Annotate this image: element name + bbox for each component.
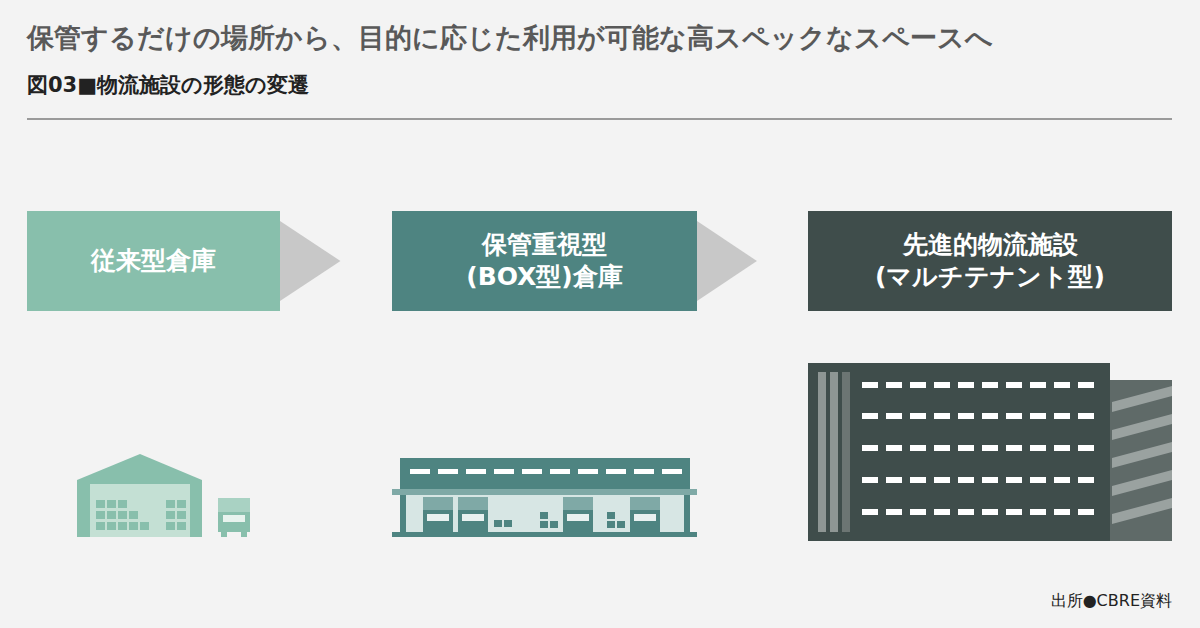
window-dash	[910, 413, 926, 419]
window-dash	[934, 509, 950, 515]
window-dash	[1006, 477, 1022, 483]
window-dash	[886, 509, 902, 515]
window-dash	[1030, 477, 1046, 483]
stage-label: 先進的物流施設 (マルチテナント型)	[855, 229, 1125, 294]
arrow-path	[697, 261, 808, 262]
window-dash	[934, 413, 950, 419]
window-dash	[934, 477, 950, 483]
arrow-head	[697, 221, 757, 301]
source-note: 出所●CBRE資料	[1051, 591, 1172, 612]
window-dash	[958, 509, 974, 515]
window-dash	[958, 382, 974, 388]
box-warehouse	[392, 458, 697, 537]
window-dash	[1078, 413, 1094, 419]
window-rows	[862, 382, 1094, 515]
multi-tenant-facility	[808, 363, 1172, 541]
canopy	[392, 489, 697, 495]
window-dash	[958, 445, 974, 451]
window-dash	[886, 382, 902, 388]
window-dash	[862, 509, 878, 515]
window-dash	[1054, 445, 1070, 451]
window-dash	[910, 477, 926, 483]
stage-label: 従来型倉庫	[91, 245, 216, 278]
divider-rule	[27, 118, 1172, 120]
window-dash	[862, 413, 878, 419]
window-dash	[886, 445, 902, 451]
window-dash	[1054, 413, 1070, 419]
loading-bay	[400, 495, 690, 533]
window-dash	[1030, 413, 1046, 419]
facility-body	[808, 363, 1110, 541]
window-dash	[862, 477, 878, 483]
warehouse-body	[77, 454, 202, 537]
stage-box: 先進的物流施設 (マルチテナント型)	[808, 211, 1172, 311]
window-dash	[1054, 382, 1070, 388]
window-dash	[1078, 477, 1094, 483]
window-dash	[886, 477, 902, 483]
window-dash	[982, 445, 998, 451]
window-dash	[1030, 445, 1046, 451]
window-dash	[910, 445, 926, 451]
window-dash	[910, 509, 926, 515]
ramp-stripes	[1112, 386, 1172, 524]
figure-caption: 図03■物流施設の形態の変遷	[27, 71, 309, 99]
window-dash	[982, 477, 998, 483]
window-dash	[1006, 445, 1022, 451]
stacked-cargo	[96, 500, 186, 530]
flow-arrow	[280, 221, 392, 301]
ramp-tower	[1110, 380, 1172, 541]
window-dash	[982, 382, 998, 388]
window-dash	[910, 382, 926, 388]
window-dash	[982, 413, 998, 419]
window-dash	[934, 382, 950, 388]
window-dash	[1078, 445, 1094, 451]
arrow-path	[280, 261, 392, 262]
window-dash	[934, 445, 950, 451]
window-dash	[862, 445, 878, 451]
window-dash	[1030, 509, 1046, 515]
warehouse-upper	[400, 458, 690, 490]
ground	[392, 532, 697, 537]
traditional-warehouse	[77, 454, 250, 537]
window-dash	[886, 413, 902, 419]
window-row	[410, 469, 682, 474]
window-dash	[1054, 477, 1070, 483]
window-dash	[1030, 382, 1046, 388]
diagram-title: 保管するだけの場所から、目的に応じた利用が可能な高スペックなスペースへ	[27, 20, 993, 56]
window-dash	[1078, 382, 1094, 388]
stage-box: 従来型倉庫	[27, 211, 280, 311]
window-dash	[1006, 509, 1022, 515]
window-dash	[958, 477, 974, 483]
window-dash	[958, 413, 974, 419]
window-dash	[862, 382, 878, 388]
warehouse-opening	[90, 484, 190, 537]
stage-label: 保管重視型 (BOX型)倉庫	[445, 229, 645, 294]
window-dash	[1006, 382, 1022, 388]
stage-box: 保管重視型 (BOX型)倉庫	[392, 211, 697, 311]
window-dash	[1078, 509, 1094, 515]
flow-arrow	[697, 221, 808, 301]
truck-icons	[423, 497, 660, 532]
window-dash	[1006, 413, 1022, 419]
window-dash	[982, 509, 998, 515]
arrow-head	[280, 221, 340, 301]
truck-icon	[218, 498, 250, 537]
window-dash	[1054, 509, 1070, 515]
